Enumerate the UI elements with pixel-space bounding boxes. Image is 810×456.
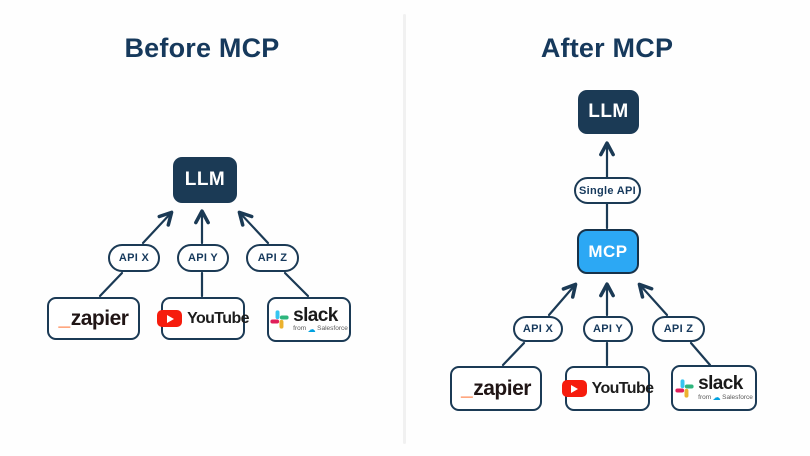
slack-logo: slack from ☁ Salesforce bbox=[270, 306, 348, 334]
edge-zapier-to-apix bbox=[98, 271, 124, 298]
edge-slack-to-apiz bbox=[283, 271, 310, 298]
salesforce-cloud-icon: ☁ bbox=[712, 393, 721, 402]
from-label: from bbox=[698, 393, 712, 401]
slack-wordmark: slack bbox=[293, 304, 338, 326]
mcp-node: MCP bbox=[577, 229, 639, 274]
api-y-pill-after: API Y bbox=[583, 316, 633, 342]
single-api-pill: Single API bbox=[574, 177, 641, 204]
slack-wordmark: slack bbox=[698, 373, 743, 394]
salesforce-label: Salesforce bbox=[722, 393, 753, 401]
youtube-logo: YouTube bbox=[157, 309, 250, 328]
edge-apix-to-llm bbox=[141, 210, 174, 245]
edge-slack-to-apiz-right bbox=[689, 341, 712, 367]
edge-zapier-to-apix-right bbox=[501, 341, 526, 367]
youtube-play-icon bbox=[561, 380, 587, 397]
llm-node-after: LLM bbox=[578, 90, 639, 134]
youtube-play-icon bbox=[157, 310, 183, 327]
slack-logo: slack from ☁ Salesforce bbox=[675, 374, 753, 402]
zapier-underscore-icon: _ bbox=[461, 377, 473, 400]
zapier-wordmark: zapier bbox=[473, 377, 531, 400]
slack-from-salesforce: from ☁ Salesforce bbox=[698, 394, 753, 402]
play-triangle-icon bbox=[166, 314, 174, 323]
api-z-pill-before: API Z bbox=[246, 244, 299, 272]
youtube-logo: YouTube bbox=[561, 379, 654, 398]
service-youtube-before: YouTube bbox=[157, 297, 250, 340]
service-slack-after: slack from ☁ Salesforce bbox=[671, 365, 757, 411]
zapier-logo: _zapier bbox=[59, 308, 129, 329]
api-x-pill-before: API X bbox=[108, 244, 160, 272]
api-y-pill-before: API Y bbox=[177, 244, 229, 272]
api-z-pill-after: API Z bbox=[652, 316, 705, 342]
salesforce-cloud-icon: ☁ bbox=[307, 324, 316, 334]
youtube-wordmark: YouTube bbox=[591, 379, 654, 397]
slack-text-block: slack from ☁ Salesforce bbox=[698, 374, 753, 402]
zapier-logo: _zapier bbox=[461, 378, 531, 399]
slack-hash-icon bbox=[675, 378, 694, 398]
after-title: After MCP bbox=[540, 33, 674, 63]
youtube-wordmark: YouTube bbox=[187, 309, 249, 327]
play-triangle-icon bbox=[571, 384, 579, 393]
service-youtube-after: YouTube bbox=[561, 366, 654, 411]
salesforce-label: Salesforce bbox=[317, 325, 348, 333]
api-x-pill-after: API X bbox=[513, 316, 563, 342]
service-zapier-after: _zapier bbox=[450, 366, 542, 411]
zapier-underscore-icon: _ bbox=[58, 307, 71, 330]
zapier-wordmark: zapier bbox=[70, 307, 129, 330]
llm-node-before: LLM bbox=[173, 157, 237, 203]
edge-apix-to-mcp bbox=[547, 282, 578, 317]
service-zapier-before: _zapier bbox=[47, 297, 140, 340]
before-title: Before MCP bbox=[124, 33, 280, 63]
edge-apiz-to-llm bbox=[237, 210, 270, 245]
from-label: from bbox=[293, 325, 307, 333]
slack-text-block: slack from ☁ Salesforce bbox=[293, 306, 348, 334]
slack-hash-icon bbox=[270, 310, 289, 329]
panel-divider bbox=[403, 14, 406, 444]
slack-from-salesforce: from ☁ Salesforce bbox=[293, 324, 348, 334]
service-slack-before: slack from ☁ Salesforce bbox=[267, 297, 351, 342]
edge-apiz-to-mcp bbox=[637, 282, 669, 317]
